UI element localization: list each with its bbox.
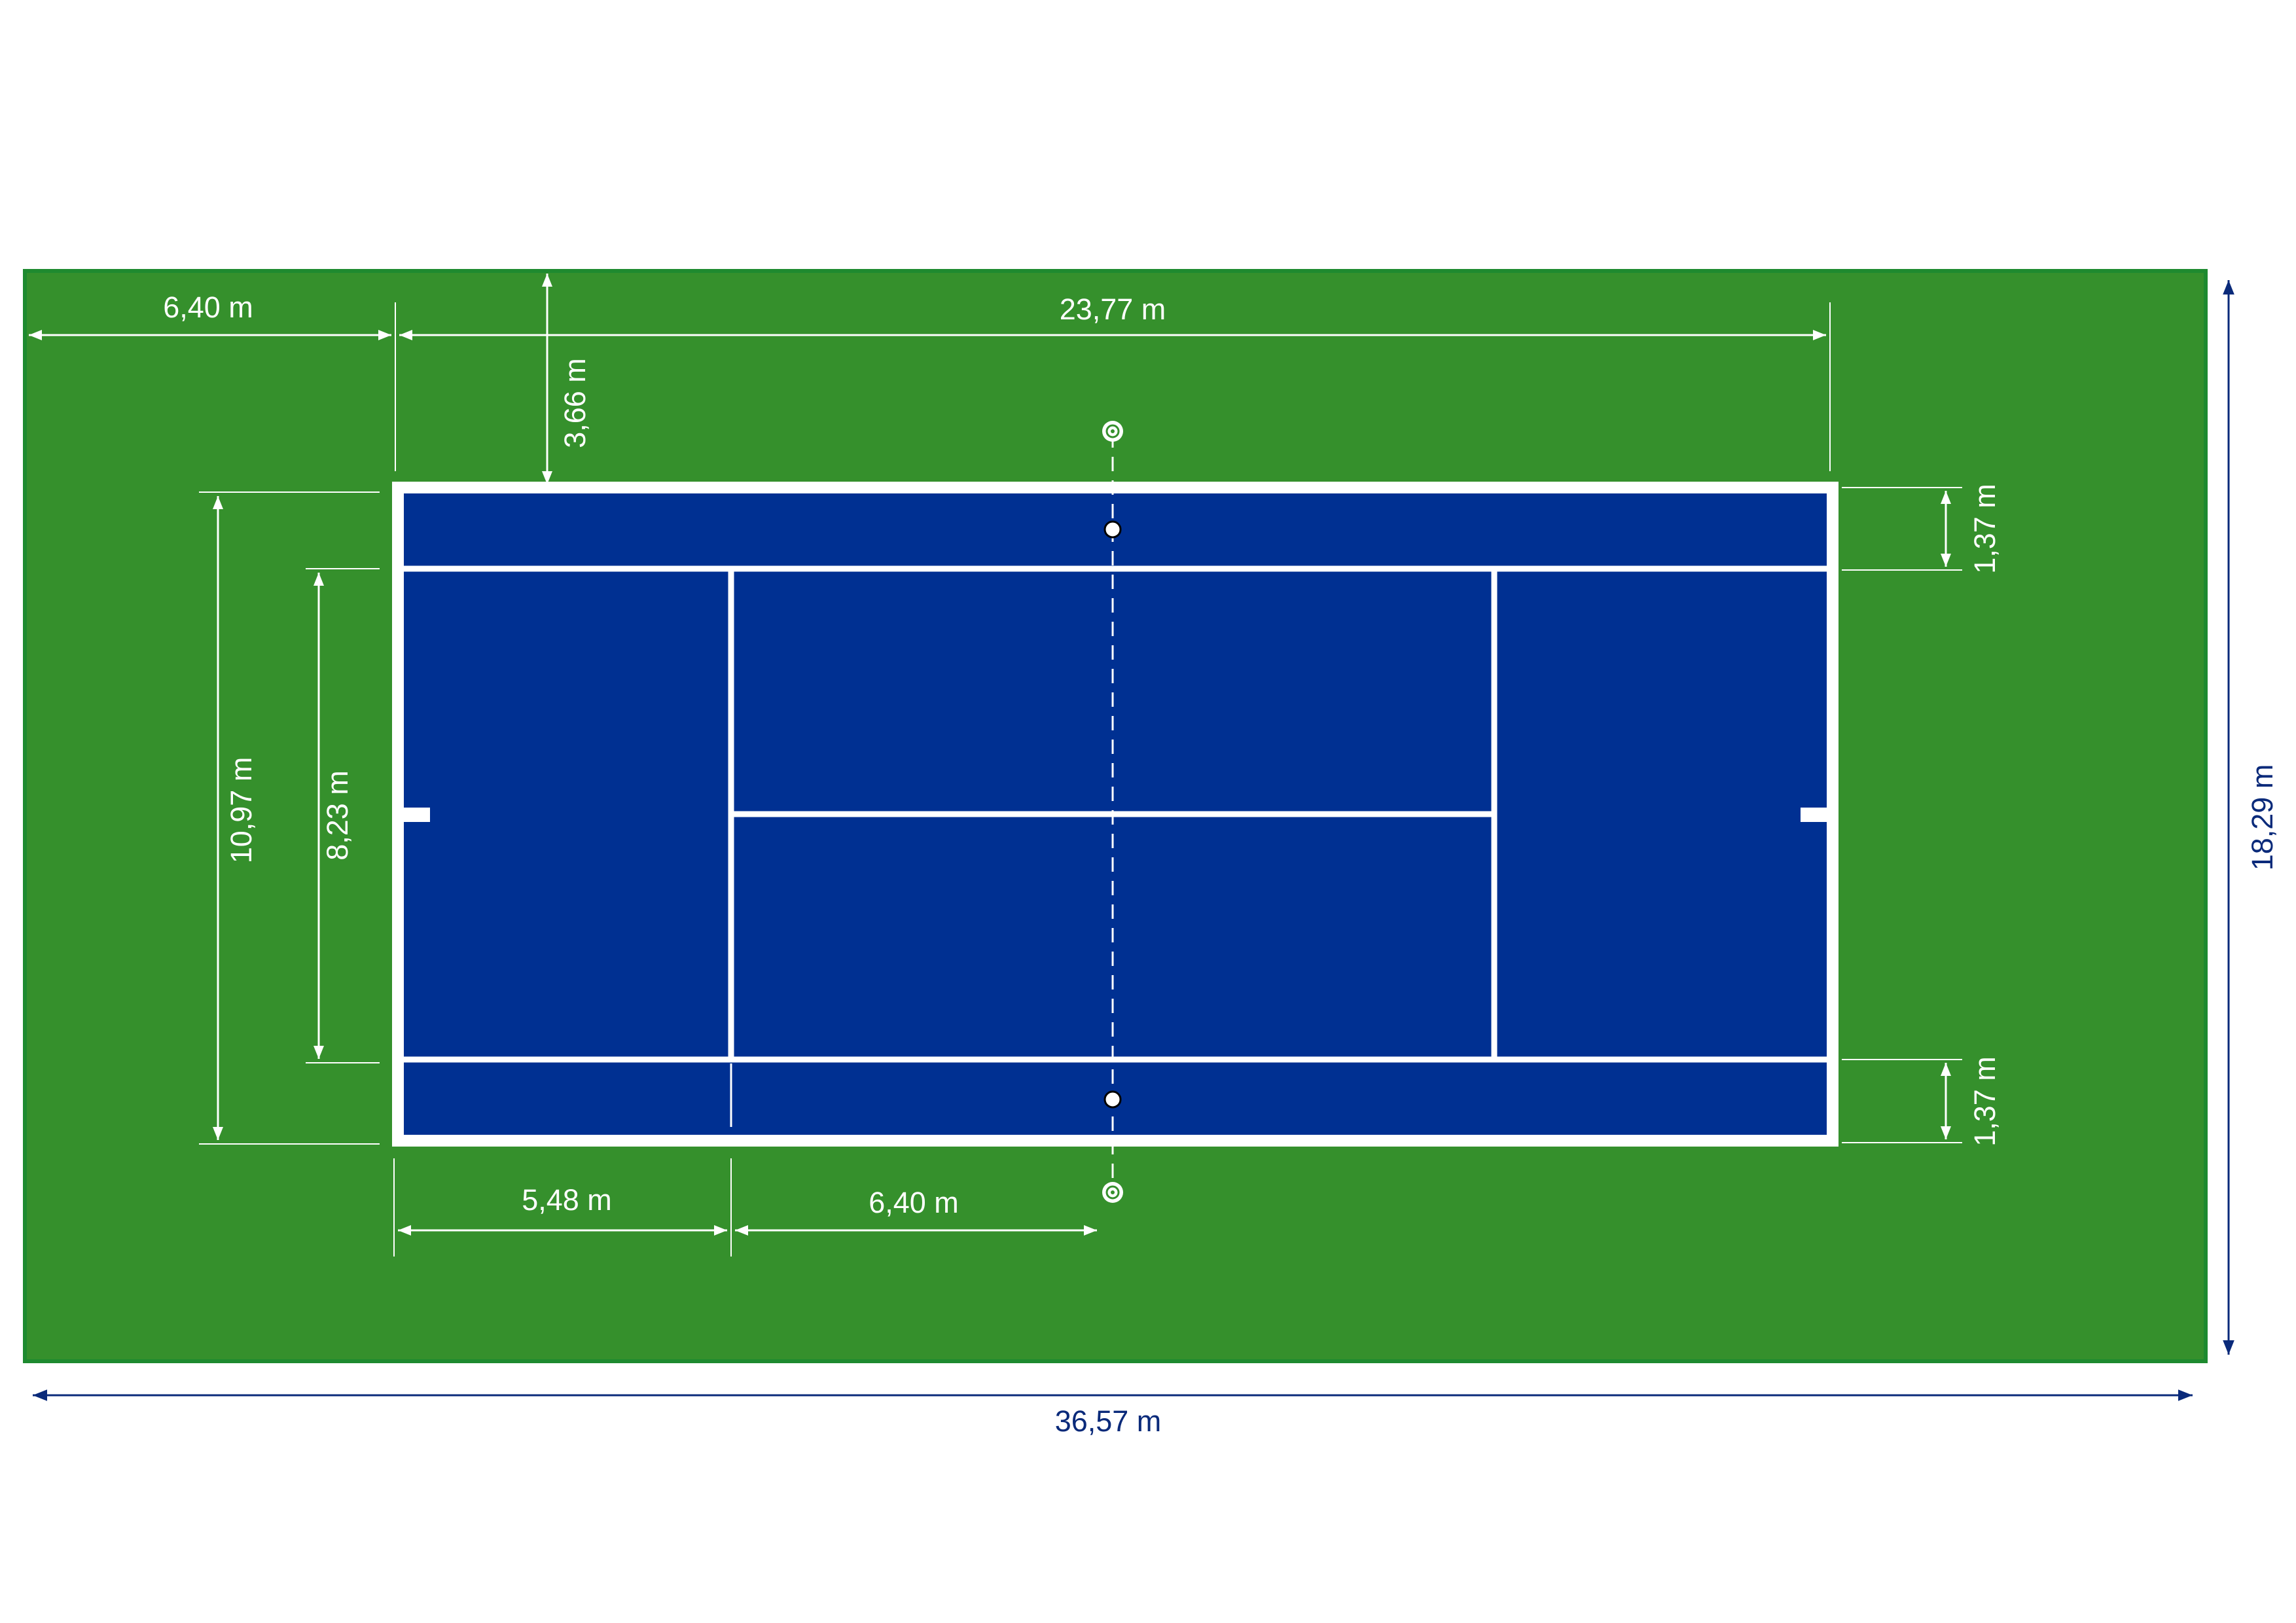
total-width-label: 18,29 m — [2246, 764, 2279, 871]
center-mark-right — [1801, 808, 1827, 822]
outer-dimension-lines — [33, 280, 2234, 1401]
court-length-label: 23,77 m — [1060, 293, 1166, 326]
dimension-lines — [29, 274, 1951, 1236]
side-runoff-label: 3,66 m — [558, 358, 592, 448]
center-mark-left — [404, 808, 430, 822]
net-post-bottom — [1102, 1182, 1123, 1203]
singles-width-label: 8,23 m — [321, 770, 354, 861]
total-length-label: 36,57 m — [1055, 1404, 1162, 1438]
extension-lines — [199, 302, 1962, 1257]
back-runoff-label: 6,40 m — [163, 291, 253, 324]
singles-stick-bottom — [1103, 1090, 1122, 1109]
net-post-top — [1102, 421, 1123, 442]
singles-stick-top — [1103, 520, 1122, 539]
baseline-service-label: 5,48 m — [522, 1183, 612, 1217]
alley-bottom-label: 1,37 m — [1968, 1056, 2001, 1147]
alley-top-label: 1,37 m — [1968, 484, 2001, 574]
doubles-width-label: 10,97 m — [224, 757, 258, 864]
service-net-label: 6,40 m — [869, 1186, 959, 1219]
